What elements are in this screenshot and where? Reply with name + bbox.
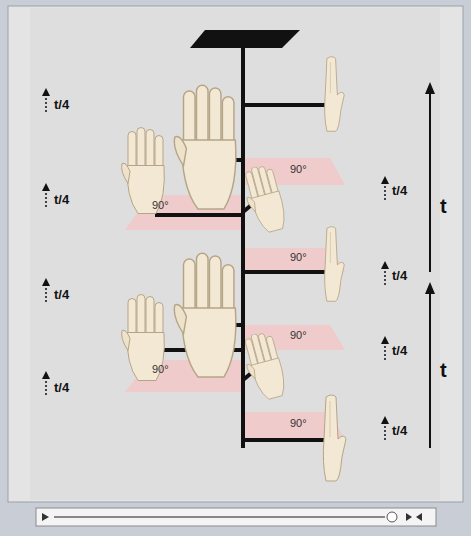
time-label: t/4 [54, 381, 69, 394]
angle-label: 90° [290, 164, 307, 175]
time-label: t/4 [392, 269, 407, 282]
angle-label: 90° [290, 418, 307, 429]
time-label: t/4 [392, 424, 407, 437]
time-label: t/4 [392, 184, 407, 197]
angle-label: 90° [290, 330, 307, 341]
time-label: t/4 [54, 288, 69, 301]
time-label: t [440, 196, 447, 216]
time-label: t [440, 360, 447, 380]
time-label: t/4 [392, 344, 407, 357]
angle-label: 90° [152, 200, 169, 211]
time-label: t/4 [54, 98, 69, 111]
angle-label: 90° [152, 364, 169, 375]
angle-label: 90° [290, 252, 307, 263]
time-label: t/4 [54, 193, 69, 206]
